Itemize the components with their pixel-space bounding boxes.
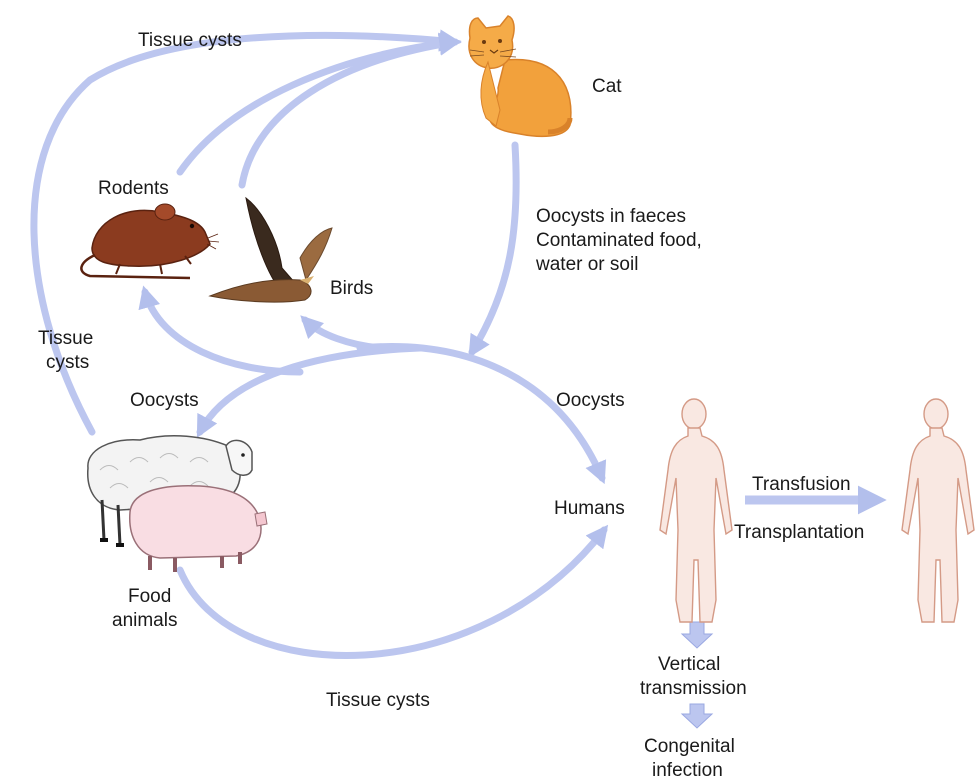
label-tissue-cysts-left-line2: cysts xyxy=(46,352,89,373)
label-congenital-infection-line2: infection xyxy=(652,760,723,780)
label-oocysts-right: Oocysts xyxy=(556,390,625,411)
arrow-cat-to-environment xyxy=(472,145,516,352)
arrow-rodents-to-cat xyxy=(180,42,455,172)
labels: Tissue cysts Cat Rodents Birds Oocysts i… xyxy=(38,30,864,780)
label-oocysts-faeces-line2: Contaminated food, xyxy=(536,230,702,251)
label-rodents: Rodents xyxy=(98,178,169,199)
label-vertical-transmission-line1: Vertical xyxy=(658,654,720,675)
label-vertical-transmission-line2: transmission xyxy=(640,678,747,699)
human-figure-icon xyxy=(660,399,732,622)
label-congenital-infection-line1: Congenital xyxy=(644,736,735,757)
arrow-environment-to-humans xyxy=(360,347,602,478)
label-humans: Humans xyxy=(554,498,625,519)
label-transfusion: Transfusion xyxy=(752,474,851,495)
pig-icon xyxy=(130,486,267,572)
arrow-vertical-transmission xyxy=(682,622,712,728)
label-food-animals-line1: Food xyxy=(128,586,171,607)
label-cat: Cat xyxy=(592,76,622,97)
label-birds: Birds xyxy=(330,278,373,299)
cat-icon xyxy=(469,16,571,136)
label-tissue-cysts-top: Tissue cysts xyxy=(138,30,242,51)
label-oocysts-left: Oocysts xyxy=(130,390,199,411)
rodent-icon xyxy=(81,204,219,278)
label-oocysts-faeces-line3: water or soil xyxy=(535,254,638,275)
label-oocysts-faeces-line1: Oocysts in faeces xyxy=(536,206,686,227)
human-figure-icon xyxy=(902,399,974,622)
bird-icon xyxy=(210,198,332,302)
label-tissue-cysts-bottom: Tissue cysts xyxy=(326,690,430,711)
label-transplantation: Transplantation xyxy=(734,522,864,543)
arrow-environment-to-rodents xyxy=(145,292,300,372)
label-tissue-cysts-left-line1: Tissue xyxy=(38,328,93,349)
label-food-animals-line2: animals xyxy=(112,610,177,631)
